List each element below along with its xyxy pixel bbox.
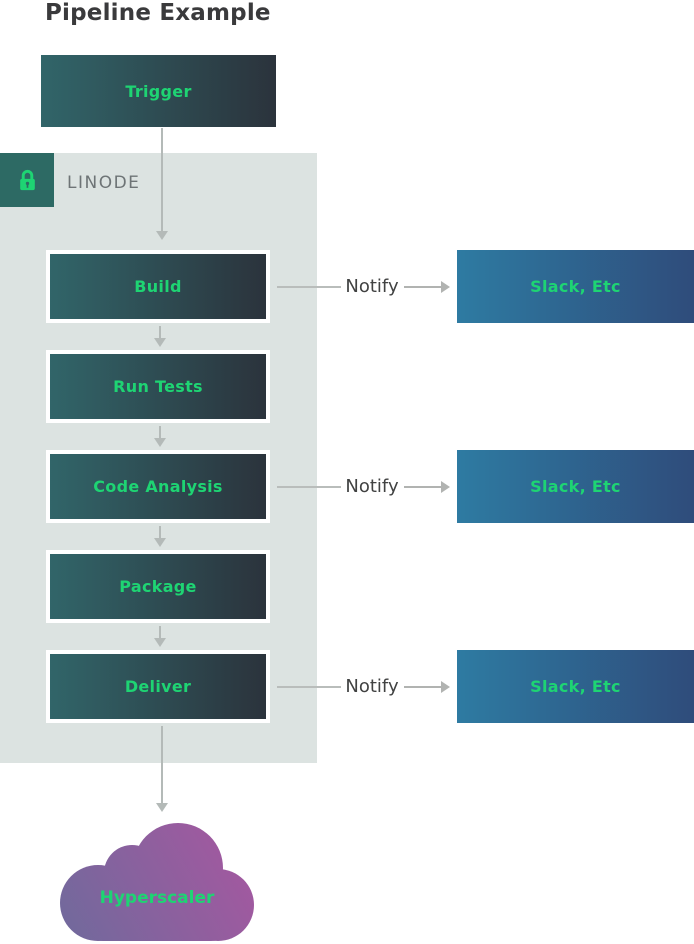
notify-target-node: Slack, Etc <box>457 450 694 523</box>
step-node-label: Deliver <box>124 677 192 696</box>
arrow-package-to-deliver <box>154 626 166 647</box>
trigger-node: Trigger <box>41 55 276 127</box>
step-node-label: Build <box>134 277 182 296</box>
step-node-package: Package <box>46 550 270 623</box>
arrow-down-icon <box>156 231 168 240</box>
linode-zone-label: LINODE <box>67 173 141 193</box>
step-node-label: Run Tests <box>113 377 203 396</box>
step-node-code-analysis: Code Analysis <box>46 450 270 523</box>
step-node-run-tests: Run Tests <box>46 350 270 423</box>
notify-label: Notify <box>345 276 399 297</box>
arrow-shaft <box>161 128 163 231</box>
arrow-deliver-to-hyperscaler <box>156 726 168 812</box>
arrow-right-icon <box>441 281 450 293</box>
step-node-deliver: Deliver <box>46 650 270 723</box>
arrow-shaft <box>404 486 441 488</box>
page-title: Pipeline Example <box>45 0 271 26</box>
notify-label: Notify <box>345 676 399 697</box>
trigger-node-label: Trigger <box>125 81 192 101</box>
arrow-run-tests-to-code-analysis <box>154 426 166 447</box>
arrow-shaft <box>159 426 161 438</box>
arrow-shaft <box>159 526 161 538</box>
arrow-notify-to-slack <box>404 481 450 493</box>
arrow-notify-to-slack <box>404 681 450 693</box>
step-node-build: Build <box>46 250 270 323</box>
arrow-shaft <box>404 686 441 688</box>
arrow-code-analysis-to-package <box>154 526 166 547</box>
step-node-label: Package <box>119 577 197 596</box>
arrow-down-icon <box>154 338 166 347</box>
hyperscaler-cloud: Hyperscaler <box>60 823 254 941</box>
arrow-shaft <box>159 326 161 338</box>
notify-label: Notify <box>345 476 399 497</box>
arrow-build-to-run-tests <box>154 326 166 347</box>
arrow-right-icon <box>441 481 450 493</box>
arrow-notify-to-slack <box>404 281 450 293</box>
notify-target-node: Slack, Etc <box>457 250 694 323</box>
arrow-shaft <box>161 726 163 803</box>
arrow-down-icon <box>154 438 166 447</box>
notify-connector-line <box>277 486 341 488</box>
arrow-down-icon <box>156 803 168 812</box>
notify-connector-line <box>277 686 341 688</box>
step-node-label: Code Analysis <box>93 477 223 496</box>
arrow-shaft <box>159 626 161 638</box>
arrow-right-icon <box>441 681 450 693</box>
arrow-shaft <box>404 286 441 288</box>
arrow-trigger-to-build <box>156 128 168 240</box>
hyperscaler-label: Hyperscaler <box>100 888 215 908</box>
notify-target-label: Slack, Etc <box>530 277 621 296</box>
notify-target-label: Slack, Etc <box>530 677 621 696</box>
arrow-down-icon <box>154 638 166 647</box>
cloud-shape <box>60 823 254 941</box>
arrow-down-icon <box>154 538 166 547</box>
notify-connector-line <box>277 286 341 288</box>
notify-target-label: Slack, Etc <box>530 477 621 496</box>
lock-badge <box>0 153 54 207</box>
notify-target-node: Slack, Etc <box>457 650 694 723</box>
lock-icon <box>19 169 35 190</box>
